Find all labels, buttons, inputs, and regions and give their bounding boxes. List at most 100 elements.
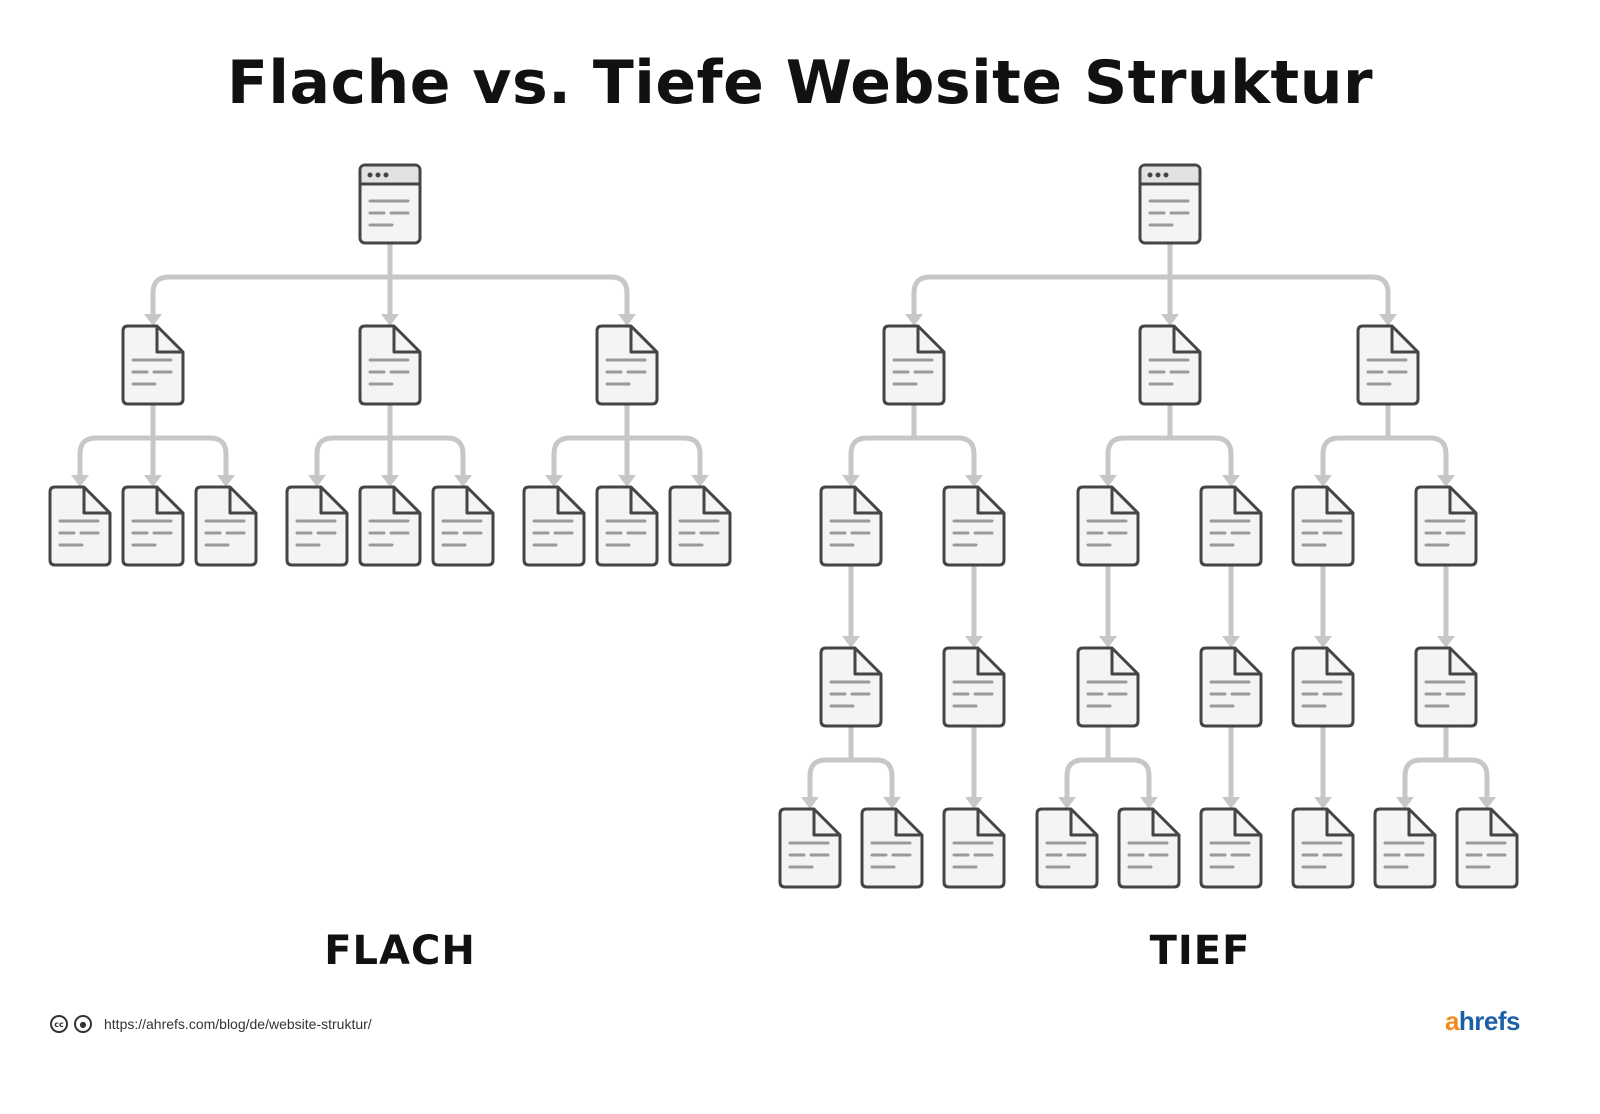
connector-arrowhead — [842, 636, 860, 648]
page-icon — [431, 485, 495, 567]
ahrefs-logo: ahrefs — [1444, 1006, 1521, 1037]
connector-arrowhead — [801, 797, 819, 809]
page-icon — [882, 324, 946, 406]
connector-arrowhead — [1058, 797, 1076, 809]
page-icon — [121, 324, 185, 406]
page-icon — [942, 646, 1006, 728]
connector-arrowhead — [1222, 475, 1240, 487]
connector-line — [387, 435, 466, 480]
page-icon — [358, 485, 422, 567]
connector-line — [1064, 757, 1111, 802]
page-icon — [1291, 646, 1355, 728]
connector-arrowhead — [842, 475, 860, 487]
logo-text: hrefs — [1458, 1006, 1521, 1036]
connector-arrowhead — [905, 314, 923, 326]
nodes — [48, 163, 1519, 889]
connector-arrowhead — [1437, 636, 1455, 648]
flat-structure-label: FLACH — [324, 928, 476, 974]
page-icon — [1076, 646, 1140, 728]
connector-line — [848, 757, 895, 802]
connector-arrowhead — [618, 475, 636, 487]
logo-letter-a: a — [1444, 1006, 1459, 1036]
page-icon — [1414, 646, 1478, 728]
connector-arrowhead — [965, 475, 983, 487]
connector-arrowhead — [1099, 636, 1117, 648]
page-icon — [1035, 807, 1099, 889]
page-icon — [1076, 485, 1140, 567]
page-icon — [194, 485, 258, 567]
connector-arrowhead — [1099, 475, 1117, 487]
page-icon — [1138, 324, 1202, 406]
connector-line — [1105, 757, 1152, 802]
connector-arrowhead — [308, 475, 326, 487]
connector-arrowhead — [1314, 797, 1332, 809]
page-icon — [595, 324, 659, 406]
connector-arrowhead — [1314, 636, 1332, 648]
connector-arrowhead — [144, 475, 162, 487]
page-icon — [1455, 807, 1519, 889]
page-icon — [1291, 807, 1355, 889]
page-icon — [1117, 807, 1181, 889]
connector-arrowhead — [1314, 475, 1332, 487]
connector-line — [1167, 274, 1391, 319]
connector-line — [624, 435, 703, 480]
connector-arrowhead — [965, 636, 983, 648]
connector-arrowhead — [1161, 314, 1179, 326]
connector-arrowhead — [618, 314, 636, 326]
page-icon — [1199, 485, 1263, 567]
connector-arrowhead — [217, 475, 235, 487]
connector-arrowhead — [1396, 797, 1414, 809]
connectors — [71, 240, 1496, 809]
footer: cc ● https://ahrefs.com/blog/de/website-… — [50, 1012, 372, 1036]
connector-line — [1443, 757, 1490, 802]
connector-line — [1402, 757, 1449, 802]
browser-window-icon — [358, 163, 422, 245]
page-icon — [1414, 485, 1478, 567]
connector-arrowhead — [71, 475, 89, 487]
page-icon — [819, 646, 883, 728]
source-url[interactable]: https://ahrefs.com/blog/de/website-struk… — [104, 1016, 372, 1032]
connector-arrowhead — [1140, 797, 1158, 809]
page-icon — [819, 485, 883, 567]
page-icon — [668, 485, 732, 567]
deep-structure-label: TIEF — [1149, 928, 1251, 974]
page-icon — [48, 485, 112, 567]
page-icon — [1373, 807, 1437, 889]
connector-line — [1167, 435, 1234, 480]
page-icon — [1291, 485, 1355, 567]
connector-line — [1320, 435, 1391, 480]
page-title: Flache vs. Tiefe Website Struktur — [226, 48, 1374, 118]
connector-line — [150, 435, 229, 480]
connector-arrowhead — [691, 475, 709, 487]
connector-line — [848, 435, 917, 480]
connector-line — [1385, 435, 1449, 480]
browser-window-icon — [1138, 163, 1202, 245]
connector-arrowhead — [1437, 475, 1455, 487]
creative-commons-icon: cc — [50, 1015, 68, 1033]
connector-arrowhead — [381, 475, 399, 487]
page-icon — [121, 485, 185, 567]
connector-line — [77, 435, 156, 480]
page-icon — [285, 485, 349, 567]
connector-arrowhead — [545, 475, 563, 487]
page-icon — [1199, 646, 1263, 728]
page-icon — [522, 485, 586, 567]
connector-arrowhead — [144, 314, 162, 326]
connector-line — [1105, 435, 1173, 480]
page-icon — [942, 807, 1006, 889]
connector-line — [314, 435, 393, 480]
connector-line — [551, 435, 630, 480]
connector-arrowhead — [1478, 797, 1496, 809]
connector-arrowhead — [381, 314, 399, 326]
connector-line — [911, 274, 1173, 319]
connector-arrowhead — [1222, 636, 1240, 648]
connector-line — [807, 757, 854, 802]
attribution-icon: ● — [74, 1015, 92, 1033]
page-icon — [358, 324, 422, 406]
connector-arrowhead — [965, 797, 983, 809]
connector-arrowhead — [1222, 797, 1240, 809]
page-icon — [595, 485, 659, 567]
connector-line — [150, 274, 393, 319]
page-icon — [1356, 324, 1420, 406]
